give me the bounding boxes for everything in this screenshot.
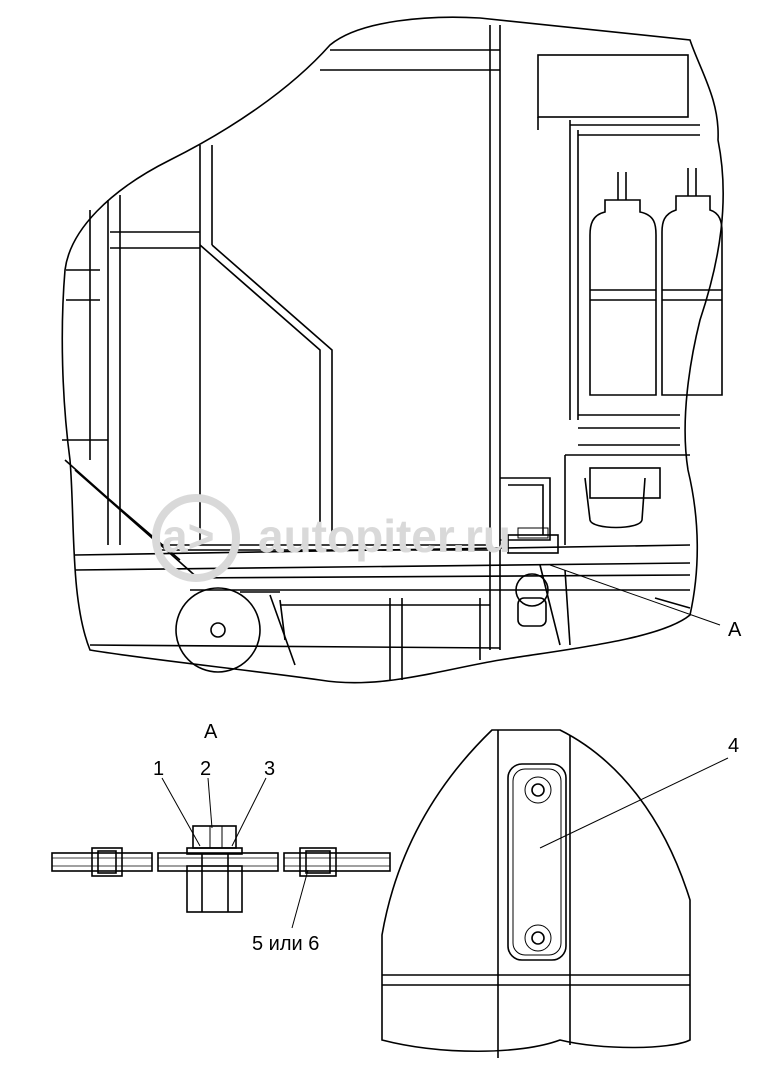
callout-5-or-6: 5 или 6 <box>252 933 319 955</box>
callout-a-pointer: A <box>728 619 742 641</box>
gas-bottle-right <box>661 168 723 396</box>
callout-3: 3 <box>264 758 275 780</box>
main-view-break-outline <box>61 16 724 684</box>
callout-4: 4 <box>728 735 739 757</box>
watermark: a> autopiter.ru <box>152 494 511 582</box>
detail-view-a: A 1 2 3 5 или 6 <box>51 721 391 955</box>
watermark-text: autopiter.ru <box>258 510 511 562</box>
detail-view-a-title: A <box>204 721 218 743</box>
leader-a <box>549 564 721 626</box>
callout-1: 1 <box>153 758 164 780</box>
main-view <box>61 16 724 684</box>
leader-1 <box>161 777 201 847</box>
plate-view-outline <box>381 729 691 1053</box>
watermark-logo-glyph: a> <box>162 510 214 562</box>
leader-5-6 <box>291 869 309 929</box>
callout-2: 2 <box>200 758 211 780</box>
leader-4 <box>539 757 729 849</box>
plate-view: 4 <box>381 729 739 1058</box>
leader-3 <box>231 777 267 847</box>
leader-2 <box>207 777 213 829</box>
watermark-logo <box>152 494 240 582</box>
gas-bottle-left <box>589 172 657 396</box>
